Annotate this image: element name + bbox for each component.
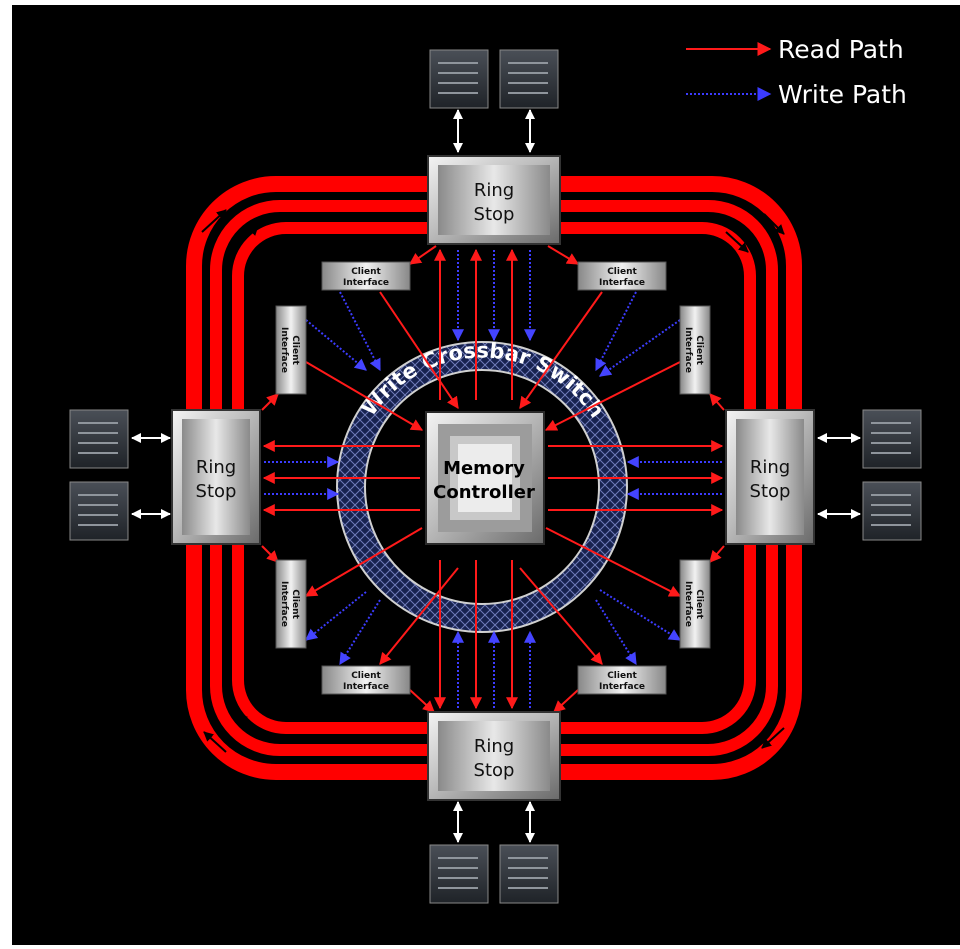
chip-marking xyxy=(78,422,118,424)
chip-marking xyxy=(78,432,118,434)
chip-marking xyxy=(508,857,548,859)
client-interface-line2: Interface xyxy=(683,581,693,627)
chip-marking xyxy=(438,887,478,889)
chip-marking xyxy=(871,432,911,434)
chip-marking xyxy=(508,92,548,94)
chip-body xyxy=(70,410,128,468)
ring-stop-label-line2: Stop xyxy=(196,481,237,502)
client-interface-line1: Client xyxy=(694,589,704,619)
chip-body xyxy=(863,410,921,468)
chip-marking xyxy=(508,82,548,84)
ring-stop-label-line1: Ring xyxy=(474,180,514,201)
client-interface-line1: Client xyxy=(607,267,637,277)
chip-marking xyxy=(78,504,118,506)
memory-chip-icon xyxy=(70,482,128,540)
ring-stop-label-line2: Stop xyxy=(474,204,515,225)
chip-marking xyxy=(78,452,118,454)
chip-marking xyxy=(508,877,548,879)
client-interface-line2: Interface xyxy=(279,327,289,373)
chip-marking xyxy=(78,524,118,526)
chip-marking xyxy=(78,442,118,444)
chip-marking xyxy=(508,867,548,869)
write-path-legend-label: Write Path xyxy=(778,80,907,109)
memory-chip-icon xyxy=(500,50,558,108)
chip-marking xyxy=(78,514,118,516)
ring-stop-label-line1: Ring xyxy=(750,457,790,478)
client-interface: ClientInterface xyxy=(322,666,410,694)
client-interface: ClientInterface xyxy=(276,306,306,394)
ring-stop-label-line2: Stop xyxy=(750,481,791,502)
client-interface-line2: Interface xyxy=(343,682,389,692)
client-interface-line2: Interface xyxy=(683,327,693,373)
read-path-legend-label: Read Path xyxy=(778,35,904,64)
memory-chip-icon xyxy=(863,410,921,468)
ring-stop-label-line1: Ring xyxy=(474,736,514,757)
chip-marking xyxy=(871,452,911,454)
memory-controller: Memory Controller xyxy=(426,412,544,544)
ring-stop-label-line1: Ring xyxy=(196,457,236,478)
chip-marking xyxy=(78,494,118,496)
chip-marking xyxy=(871,524,911,526)
chip-marking xyxy=(438,82,478,84)
chip-body xyxy=(430,50,488,108)
chip-body xyxy=(863,482,921,540)
memory-chip-icon xyxy=(863,482,921,540)
client-interface: ClientInterface xyxy=(322,262,410,290)
client-interface-line2: Interface xyxy=(343,278,389,288)
chip-marking xyxy=(438,877,478,879)
chip-marking xyxy=(438,92,478,94)
ring-stop-top: RingStop xyxy=(428,156,560,244)
chip-body xyxy=(500,50,558,108)
chip-marking xyxy=(871,422,911,424)
client-interface-line1: Client xyxy=(607,671,637,681)
chip-marking xyxy=(871,494,911,496)
chip-marking xyxy=(871,504,911,506)
memory-chip-icon xyxy=(70,410,128,468)
ring-stop-label-line2: Stop xyxy=(474,760,515,781)
chip-body xyxy=(500,845,558,903)
client-interface-line2: Interface xyxy=(279,581,289,627)
chip-marking xyxy=(871,442,911,444)
chip-marking xyxy=(438,72,478,74)
chip-marking xyxy=(871,514,911,516)
chip-body xyxy=(430,845,488,903)
chip-marking xyxy=(508,62,548,64)
chip-marking xyxy=(438,867,478,869)
client-interface-line1: Client xyxy=(290,335,300,365)
chip-marking xyxy=(508,72,548,74)
chip-marking xyxy=(438,62,478,64)
client-interface-line2: Interface xyxy=(599,278,645,288)
client-interface-line1: Client xyxy=(694,335,704,365)
chip-marking xyxy=(508,887,548,889)
client-interface-line1: Client xyxy=(351,671,381,681)
chip-marking xyxy=(438,857,478,859)
memory-controller-line2: Controller xyxy=(433,482,535,503)
client-interface-line1: Client xyxy=(351,267,381,277)
memory-chip-icon xyxy=(430,845,488,903)
client-interface: ClientInterface xyxy=(680,560,710,648)
client-interface-line1: Client xyxy=(290,589,300,619)
chip-body xyxy=(70,482,128,540)
memory-chip-icon xyxy=(500,845,558,903)
memory-controller-line1: Memory xyxy=(443,458,525,479)
client-interface-line2: Interface xyxy=(599,682,645,692)
memory-chip-icon xyxy=(430,50,488,108)
